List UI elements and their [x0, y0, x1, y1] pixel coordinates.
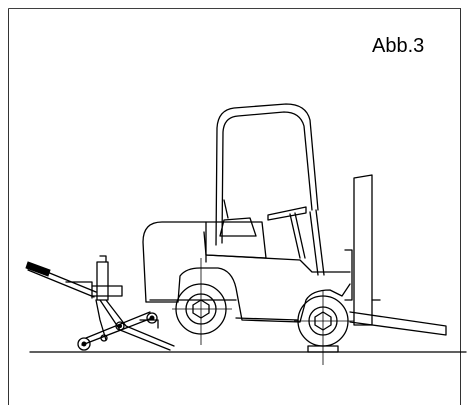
forklift — [142, 103, 447, 365]
floor-jack — [25, 255, 175, 351]
figure-label: Abb.3 — [372, 35, 425, 57]
frame-border — [8, 8, 461, 405]
